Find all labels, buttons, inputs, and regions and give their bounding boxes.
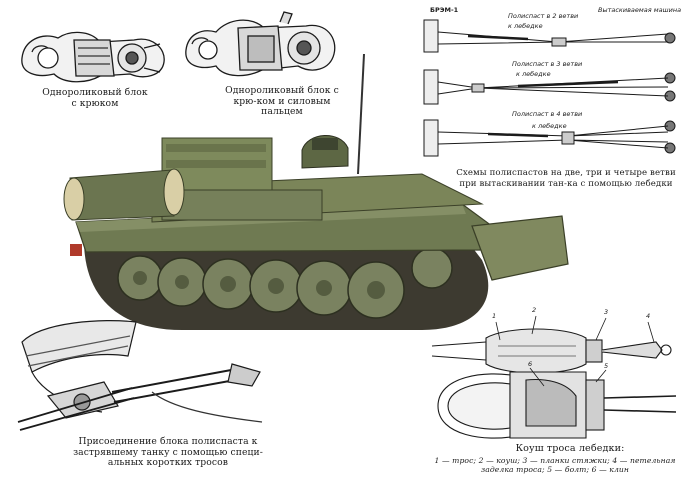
block-attachment-illustration <box>17 320 263 431</box>
block-with-hook-illustration <box>21 31 165 83</box>
polyspast-schemes-diagram <box>423 19 676 157</box>
to-winch-label-3: к лебедке <box>532 122 567 130</box>
callout-4: 4 <box>646 312 651 320</box>
caption-schemes: Схемы полиспастов на две, три и четыре в… <box>456 168 676 189</box>
to-winch-label-1: к лебедке <box>508 22 543 30</box>
caption-block-hook: Однороликовый блок с крюком <box>42 87 148 109</box>
caption-block-hook-pin: Однороликовый блок с крю-ком и силовым п… <box>225 85 339 117</box>
brem-label: БРЭМ-1 <box>430 6 459 14</box>
callout-3: 3 <box>604 308 609 316</box>
callout-2: 2 <box>532 306 537 314</box>
scheme4-label: Полиспаст в 4 ветви <box>512 110 583 118</box>
callout-1: 1 <box>492 312 497 320</box>
block-with-hook-pin-illustration <box>185 11 336 77</box>
brem-tank-illustration <box>63 54 569 330</box>
callout-6: 6 <box>528 360 533 368</box>
scheme3-label: Полиспаст в 3 ветви <box>512 60 583 68</box>
scheme2-label: Полиспаст в 2 ветви <box>508 12 579 20</box>
caption-thimble-legend: 1 — трос; 2 — коуш; 3 — планки стяжки; 4… <box>434 456 676 474</box>
winch-cable-thimble-drawing <box>431 315 677 439</box>
caption-attachment: Присоединение блока полиспаста к застряв… <box>73 436 263 468</box>
callout-5: 5 <box>604 362 609 370</box>
extracted-vehicle-label: Вытаскиваемая машина <box>598 6 682 14</box>
to-winch-label-2: к лебедке <box>516 70 551 78</box>
caption-thimble-title: Коуш троса лебедки: <box>515 443 625 454</box>
